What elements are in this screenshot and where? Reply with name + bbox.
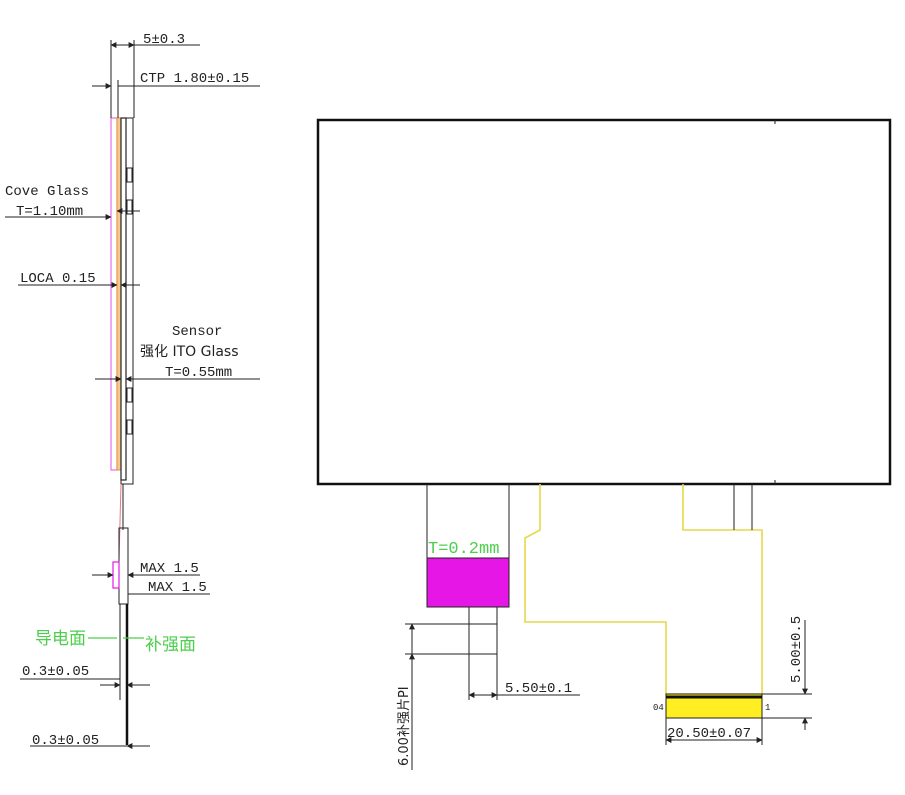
touch-panel-outline (316, 118, 892, 486)
fpc-main-flex (524, 484, 763, 695)
stiffener-pi-length-label: 6.00补强片PI (397, 686, 412, 766)
frame-tab (126, 387, 133, 403)
frame-tab (126, 167, 133, 183)
tail-thickness-b: 0.3±0.05 (32, 733, 99, 749)
dim-total-label: 5±0.3 (143, 32, 185, 48)
tail-width-label: 5.50±0.1 (505, 681, 572, 697)
connector-width-label: 20.50±0.07 (667, 726, 751, 742)
stiffener-pi-block (426, 557, 510, 608)
max-thickness-b: MAX 1.5 (148, 580, 207, 596)
max-thickness-a: MAX 1.5 (140, 561, 199, 577)
frame-tab (126, 419, 133, 435)
connector-pin-first: 04 (653, 703, 664, 713)
side-view: 5±0.3 CTP 1.80±0.15 Cove Glass T=1.10mm … (5, 32, 260, 749)
cover-glass-thickness: T=1.10mm (16, 204, 83, 220)
fpc-connector-block (118, 527, 129, 605)
sensor-thickness: T=0.55mm (165, 365, 232, 381)
frame-tab (126, 199, 133, 215)
finger-length-label: 5.00±0.5 (789, 616, 805, 683)
tail-thickness-a: 0.3±0.05 (22, 664, 89, 680)
panel-back-frame (120, 117, 134, 485)
cover-glass-name: Cove Glass (5, 184, 89, 200)
front-view: T=0.2mm 5.50±0.1 6.00补强片PI 04 1 5.00±0.5… (316, 118, 892, 770)
sensor-name: Sensor (172, 324, 222, 340)
connector-pin-last: 1 (765, 703, 770, 713)
sensor-glass-type: 强化 ITO Glass (140, 344, 239, 360)
sensor-glass-layer (120, 117, 127, 481)
cover-glass-layer (110, 117, 118, 471)
stiffener-thickness-label: T=0.2mm (428, 540, 499, 559)
conductive-side-label: 导电面 (35, 629, 86, 649)
stiffener-side-label: 补强面 (145, 635, 196, 655)
loca-label: LOCA 0.15 (20, 271, 96, 287)
dim-ctp-label: CTP 1.80±0.15 (140, 71, 249, 87)
fpc-stiffener-side (112, 561, 120, 589)
